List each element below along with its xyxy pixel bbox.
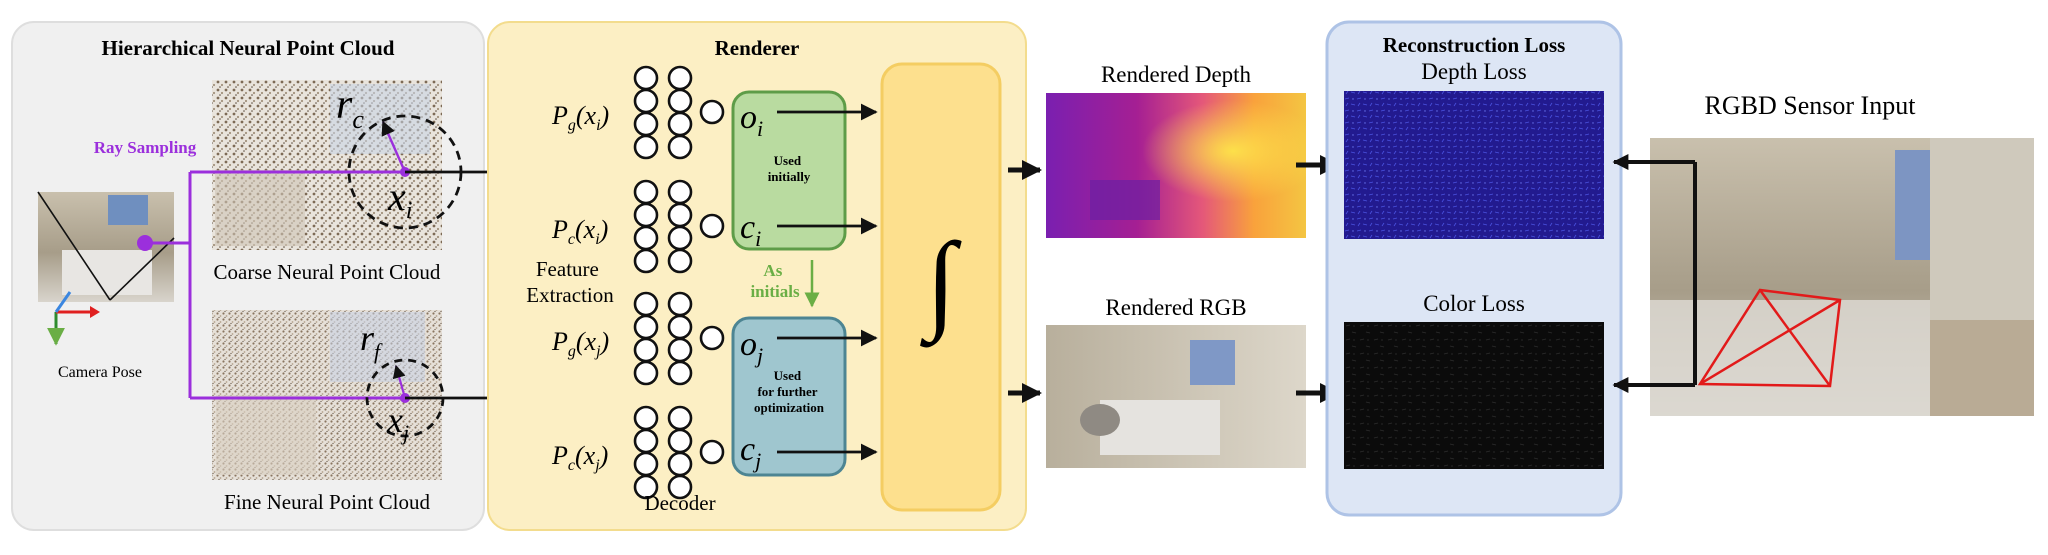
renderer-to-output-arrows (1008, 160, 1042, 403)
decoder-node (667, 337, 693, 363)
rendered-depth-image (1046, 93, 1306, 238)
sensor-input-image (1650, 138, 2034, 416)
depth-loss-label: Depth Loss (1421, 59, 1526, 84)
color-loss-image (1344, 322, 1604, 469)
camera-pose-axes (47, 291, 100, 346)
decoder-node (667, 314, 693, 340)
pc-xj-label: Pc(xj) (551, 441, 608, 474)
depth-loss-image (1344, 91, 1604, 239)
o-i-label: oi (740, 99, 763, 141)
r-fine-label: rf (360, 318, 383, 364)
decoder-output-arrows (777, 103, 878, 461)
decoder-node (667, 225, 693, 251)
decoder-node (667, 428, 693, 454)
used-further-text: Used for further optimization (754, 368, 825, 415)
sensor-to-loss-arrows (1612, 154, 1697, 393)
decoder-node (633, 65, 659, 91)
decoder-node (633, 291, 659, 317)
decoder-node (633, 451, 659, 477)
decoder-node (667, 65, 693, 91)
decoder-node (633, 179, 659, 205)
pc-xi-label: Pc(xi) (551, 215, 608, 248)
decoder-node (667, 179, 693, 205)
decoder-network-1 (633, 65, 725, 160)
used-further-box (731, 316, 847, 477)
decoder-output-node (699, 213, 725, 239)
o-j-label: oj (740, 326, 763, 368)
used-initially-box (731, 90, 847, 251)
integral-symbol: ∫ (920, 220, 962, 348)
camera-pose-label: Camera Pose (58, 364, 142, 381)
decoder-output-node (699, 325, 725, 351)
camera-view-image (37, 191, 175, 302)
x-j-label: xj (386, 400, 409, 445)
decoder-output-node (699, 99, 725, 125)
rendered-depth-label: Rendered Depth (1101, 62, 1252, 87)
point-cloud-title: Hierarchical Neural Point Cloud (101, 36, 394, 60)
x-i-label: xi (387, 174, 412, 224)
decoder-networks (633, 65, 725, 500)
renderer-title: Renderer (715, 36, 800, 60)
decoder-node (667, 291, 693, 317)
c-i-label: ci (740, 209, 761, 251)
decoder-label: Decoder (644, 491, 715, 515)
decoder-network-3 (633, 291, 725, 386)
pg-xj-label: Pg(xj) (551, 327, 609, 360)
decoder-network-4 (633, 405, 725, 500)
volume-rendering-box (880, 62, 1002, 512)
decoder-node (633, 111, 659, 137)
rendered-rgb-label: Rendered RGB (1105, 295, 1246, 320)
decoder-node (667, 88, 693, 114)
fine-point-cloud-image (212, 310, 442, 480)
pg-xi-label: Pg(xi) (551, 101, 609, 134)
decoder-network-2 (633, 179, 725, 274)
decoder-node (633, 134, 659, 160)
decoder-node (667, 360, 693, 386)
decoder-node (633, 314, 659, 340)
decoder-node (633, 474, 659, 500)
ray-origin-dot (137, 235, 153, 251)
decoder-node (633, 202, 659, 228)
sensor-title: RGBD Sensor Input (1705, 91, 1917, 120)
decoder-node (667, 202, 693, 228)
fine-point-cloud-label: Fine Neural Point Cloud (224, 490, 430, 514)
coarse-radius-arrow (381, 120, 407, 173)
feature-extraction-label: Feature Extraction (526, 257, 614, 307)
decoder-node (667, 474, 693, 500)
decoder-node (667, 451, 693, 477)
decoder-node (633, 225, 659, 251)
c-j-label: cj (740, 431, 761, 473)
decoder-node (633, 405, 659, 431)
ray-sampling-label: Ray Sampling (94, 138, 197, 157)
decoder-node (633, 428, 659, 454)
loss-title: Reconstruction Loss (1383, 33, 1566, 57)
as-initials-label: As initials (750, 261, 800, 301)
used-initially-text: Used initially (768, 153, 811, 184)
decoder-node (633, 248, 659, 274)
coarse-point-cloud-image (212, 80, 442, 250)
decoder-node (667, 405, 693, 431)
decoder-node (667, 248, 693, 274)
decoder-node (667, 111, 693, 137)
decoder-node (633, 88, 659, 114)
ray-sampling-lines (145, 170, 405, 400)
decoder-node (633, 337, 659, 363)
decoder-node (633, 360, 659, 386)
rendered-rgb-image (1046, 325, 1306, 468)
decoder-output-node (699, 439, 725, 465)
r-coarse-label: rc (336, 82, 364, 134)
fine-radius-arrow (392, 364, 407, 399)
color-loss-label: Color Loss (1423, 291, 1525, 316)
decoder-node (667, 134, 693, 160)
coarse-point-cloud-label: Coarse Neural Point Cloud (214, 260, 441, 284)
